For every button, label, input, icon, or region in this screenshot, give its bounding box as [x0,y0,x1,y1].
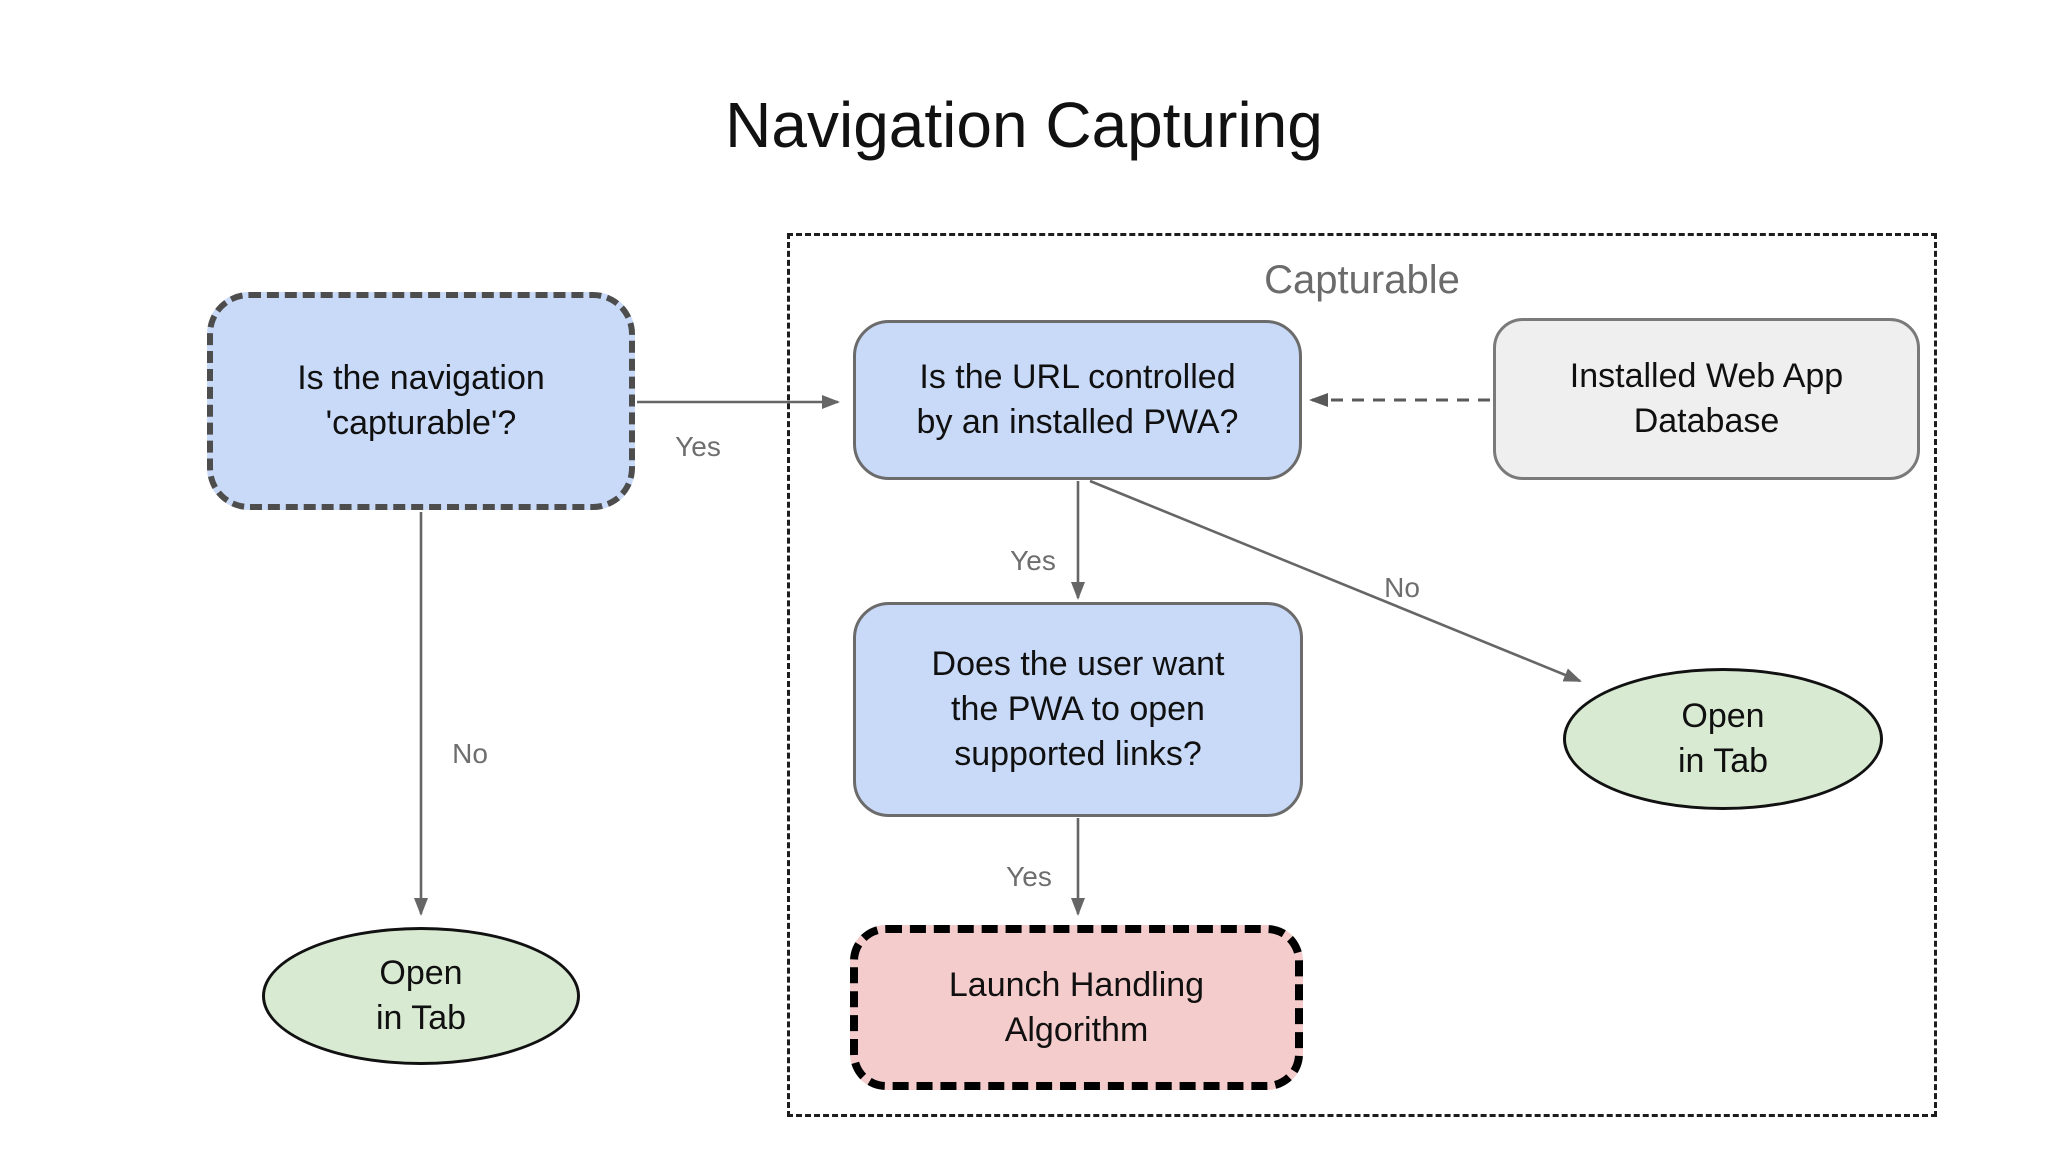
node-text-line: Database [1633,402,1780,440]
node-text-line: Installed Web App [1569,357,1844,395]
node-text-line: 'capturable'? [325,404,517,442]
node-text-line: in Tab [375,999,467,1037]
edge-label-capturable-yes: Yes [675,431,721,462]
node-does-user-want-links: Does the user want the PWA to open suppo… [853,602,1303,817]
node-is-navigation-capturable: Is the navigation 'capturable'? [207,292,635,510]
node-text-line: Algorithm [1004,1010,1149,1049]
node-text-line: by an installed PWA? [916,403,1239,441]
node-text-line: Open [1681,697,1765,735]
node-text-line: the PWA to open [951,690,1205,728]
node-launch-handling-algorithm: Launch Handling Algorithm [850,925,1303,1090]
edge-label-url-no: No [1384,572,1420,603]
page-title: Navigation Capturing [725,89,1323,161]
node-text-line: Is the URL controlled [919,358,1236,396]
edge-label-url-yes: Yes [1010,545,1056,576]
edge-label-user-yes: Yes [1006,861,1052,892]
node-open-in-tab-right: Open in Tab [1563,668,1883,810]
node-text-line: Is the navigation [297,359,545,397]
node-installed-web-app-database: Installed Web App Database [1493,318,1920,480]
node-text-line: supported links? [954,735,1202,773]
capturable-group-label: Capturable [1264,258,1460,302]
node-open-in-tab-left: Open in Tab [262,927,580,1065]
capturable-group: Capturable [787,233,1937,1117]
node-is-url-controlled: Is the URL controlled by an installed PW… [853,320,1302,480]
node-text-line: Launch Handling [948,965,1205,1004]
edge-label-capturable-no: No [452,738,488,769]
node-text-line: Does the user want [931,645,1225,683]
node-text-line: in Tab [1677,742,1769,780]
node-text-line: Open [379,954,463,992]
